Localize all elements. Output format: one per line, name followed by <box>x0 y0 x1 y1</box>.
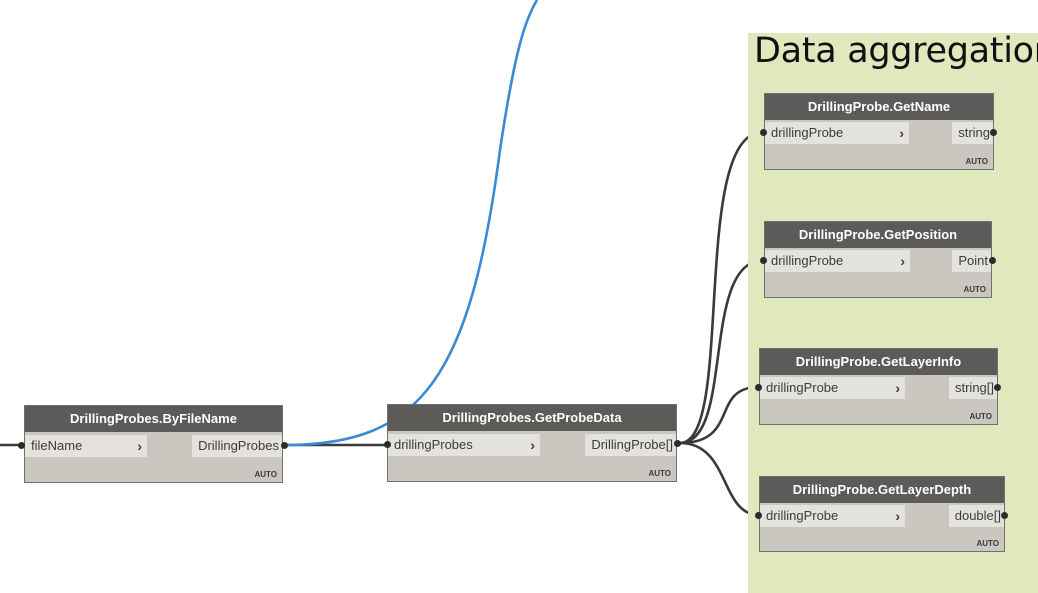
connector-wire[interactable] <box>679 258 765 445</box>
chevron-right-icon: › <box>895 380 900 396</box>
output-port-double-list[interactable]: double[] <box>948 505 1004 527</box>
port-connector-dot[interactable] <box>760 257 767 264</box>
lacing-badge[interactable]: AUTO <box>648 469 671 478</box>
port-label: drillingProbes <box>394 437 473 452</box>
lacing-badge[interactable]: AUTO <box>976 539 999 548</box>
node-title: DrillingProbe.GetLayerInfo <box>760 349 997 375</box>
input-port-drillingprobe[interactable]: drillingProbe › <box>765 122 909 144</box>
lacing-badge[interactable]: AUTO <box>254 470 277 479</box>
port-connector-dot[interactable] <box>989 257 996 264</box>
node-title: DrillingProbe.GetName <box>765 94 993 120</box>
node-title: DrillingProbe.GetPosition <box>765 222 991 248</box>
port-label: Point <box>958 253 988 268</box>
port-connector-dot[interactable] <box>755 512 762 519</box>
node-title: DrillingProbes.GetProbeData <box>388 405 676 431</box>
input-port-drillingprobe[interactable]: drillingProbe › <box>760 505 905 527</box>
input-port-filename[interactable]: fileName › <box>25 435 147 457</box>
node-drillingprobe-getname[interactable]: DrillingProbe.GetName drillingProbe › st… <box>764 93 994 170</box>
lacing-badge[interactable]: AUTO <box>963 285 986 294</box>
input-port-drillingprobe[interactable]: drillingProbe › <box>760 377 905 399</box>
input-port-drillingprobes[interactable]: drillingProbes › <box>388 434 540 456</box>
input-port-drillingprobe[interactable]: drillingProbe › <box>765 250 910 272</box>
node-drillingprobe-getlayerdepth[interactable]: DrillingProbe.GetLayerDepth drillingProb… <box>759 476 1005 552</box>
port-connector-dot[interactable] <box>1001 512 1008 519</box>
port-connector-dot[interactable] <box>990 129 997 136</box>
port-label: string <box>958 125 990 140</box>
connector-wire[interactable] <box>679 130 764 445</box>
port-label: fileName <box>31 438 83 453</box>
port-connector-dot[interactable] <box>674 440 681 447</box>
port-connector-dot[interactable] <box>760 129 767 136</box>
port-label: string[] <box>954 380 994 395</box>
node-title: DrillingProbes.ByFileName <box>25 406 282 432</box>
port-label: DrillingProbe[] <box>591 437 673 452</box>
chevron-right-icon: › <box>530 437 535 453</box>
chevron-right-icon: › <box>899 125 904 141</box>
port-label: drillingProbe <box>771 253 844 268</box>
chevron-right-icon: › <box>900 253 905 269</box>
port-connector-dot[interactable] <box>994 384 1001 391</box>
group-title: Data aggregation <box>754 31 1038 71</box>
port-label: DrillingProbes <box>198 438 279 453</box>
port-label: drillingProbe <box>766 508 839 523</box>
output-port-string-list[interactable]: string[] <box>948 377 997 399</box>
port-label: double[] <box>954 508 1001 523</box>
port-label: drillingProbe <box>766 380 839 395</box>
port-connector-dot[interactable] <box>755 384 762 391</box>
port-connector-dot[interactable] <box>281 442 288 449</box>
node-drillingprobe-getlayerinfo[interactable]: DrillingProbe.GetLayerInfo drillingProbe… <box>759 348 998 425</box>
chevron-right-icon: › <box>137 438 142 454</box>
node-drillingprobes-byfilename[interactable]: DrillingProbes.ByFileName fileName › Dri… <box>24 405 283 483</box>
output-port-string[interactable]: string <box>952 122 993 144</box>
selected-connector-wire[interactable] <box>284 0 539 447</box>
chevron-right-icon: › <box>895 508 900 524</box>
output-port-drillingprobe-list[interactable]: DrillingProbe[] <box>585 434 676 456</box>
node-title: DrillingProbe.GetLayerDepth <box>760 477 1004 503</box>
connector-wire[interactable] <box>679 385 760 445</box>
output-port-point[interactable]: Point <box>952 250 991 272</box>
port-label: drillingProbe <box>771 125 844 140</box>
lacing-badge[interactable]: AUTO <box>965 157 988 166</box>
port-connector-dot[interactable] <box>18 442 25 449</box>
node-drillingprobes-getprobedata[interactable]: DrillingProbes.GetProbeData drillingProb… <box>387 404 677 482</box>
port-connector-dot[interactable] <box>384 441 391 448</box>
node-drillingprobe-getposition[interactable]: DrillingProbe.GetPosition drillingProbe … <box>764 221 992 298</box>
output-port-drillingprobes[interactable]: DrillingProbes <box>192 435 282 457</box>
connector-wire[interactable] <box>679 441 760 517</box>
lacing-badge[interactable]: AUTO <box>969 412 992 421</box>
